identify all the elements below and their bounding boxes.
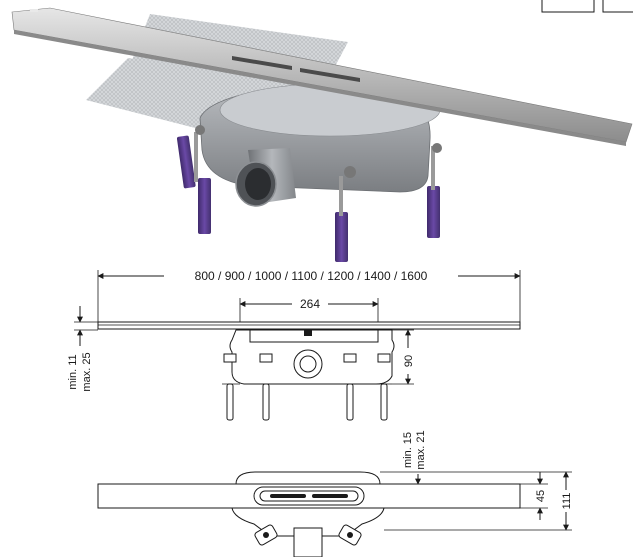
- tile-min-label: min. 11: [67, 354, 79, 389]
- top-outlet-pipe: [293, 527, 323, 557]
- top-min-label: min. 15: [402, 432, 414, 468]
- top-max-label: max. 21: [415, 430, 427, 469]
- outlet-width-label: 264: [300, 297, 320, 311]
- frame-icon: [541, 0, 595, 13]
- top-drain-body: [235, 471, 381, 485]
- channel-slots: [232, 56, 360, 82]
- top-slot-right: [312, 494, 348, 498]
- total-width-label: 111: [561, 493, 573, 510]
- drain-render: [11, 7, 633, 262]
- side-view: 800 / 900 / 1000 / 1100 / 1200 / 1400 / …: [67, 269, 521, 421]
- channel-width-label: 45: [535, 490, 547, 502]
- body-height-label: 90: [403, 355, 415, 367]
- tile-max-label: max. 25: [81, 352, 93, 391]
- levelling-feet: [176, 125, 442, 262]
- side-channel-bar: [97, 321, 521, 330]
- top-view: min. 15 max. 21 45 111: [97, 430, 573, 557]
- length-options-label: 800 / 900 / 1000 / 1100 / 1200 / 1400 / …: [195, 269, 428, 283]
- side-feet: [222, 353, 392, 421]
- frame-icon: [602, 0, 633, 13]
- top-feet: [254, 524, 362, 546]
- top-slot-left: [270, 494, 306, 498]
